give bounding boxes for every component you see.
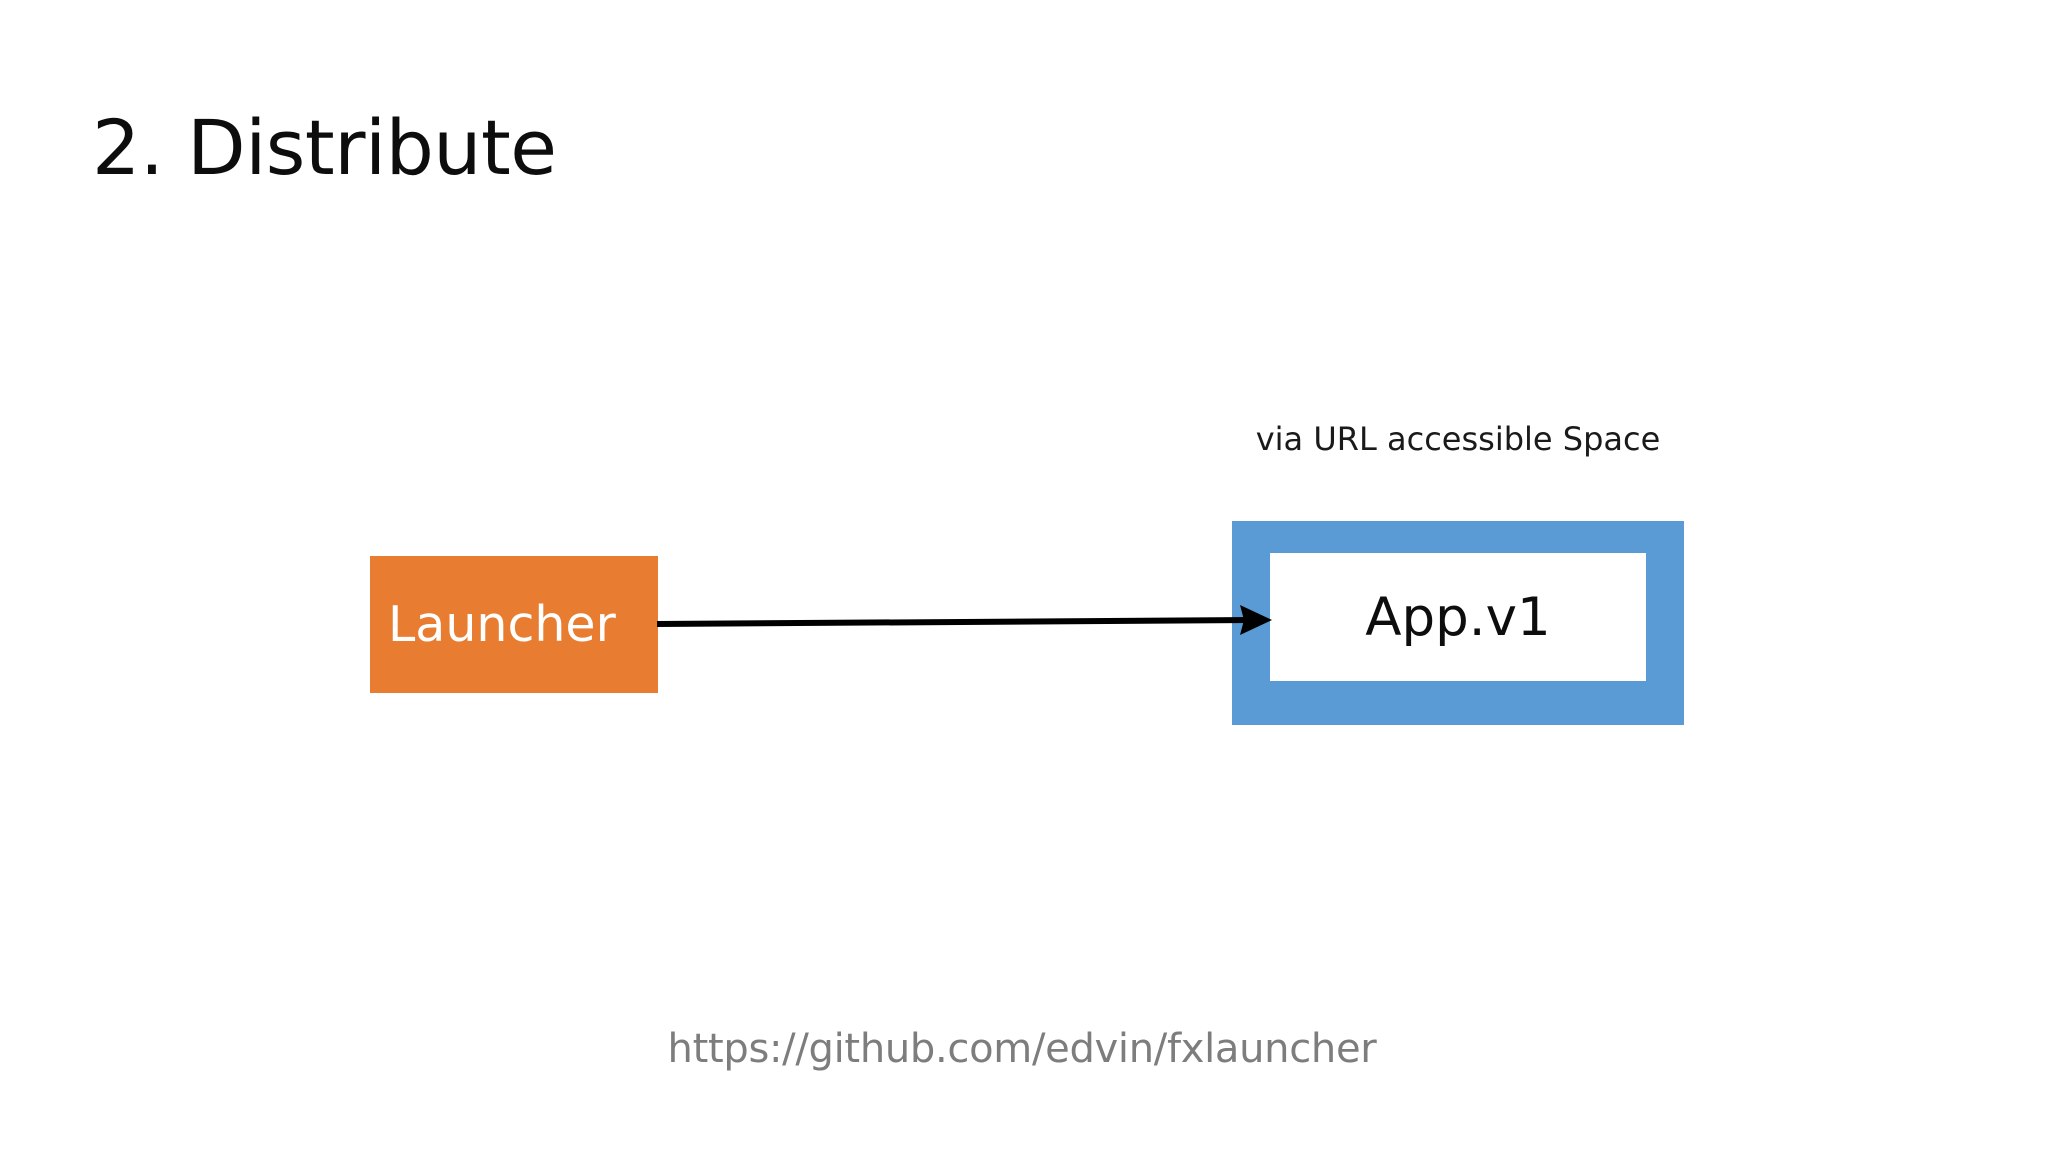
node-app-v1[interactable]: App.v1 [1270,553,1646,681]
edge-launcher-to-app-line [656,617,1254,627]
footer-url[interactable]: https://github.com/edvin/fxlauncher [0,1026,2048,1072]
page-title: 2. Distribute [92,103,557,192]
node-app-v1-label: App.v1 [1365,586,1551,648]
footer-url-text: https://github.com/edvin/fxlauncher [667,1026,1377,1072]
edge-launcher-to-app [656,605,1272,635]
space-caption-label: via URL accessible Space [1255,420,1661,458]
node-launcher-label: Launcher [388,596,616,653]
node-launcher[interactable]: Launcher [370,556,658,693]
